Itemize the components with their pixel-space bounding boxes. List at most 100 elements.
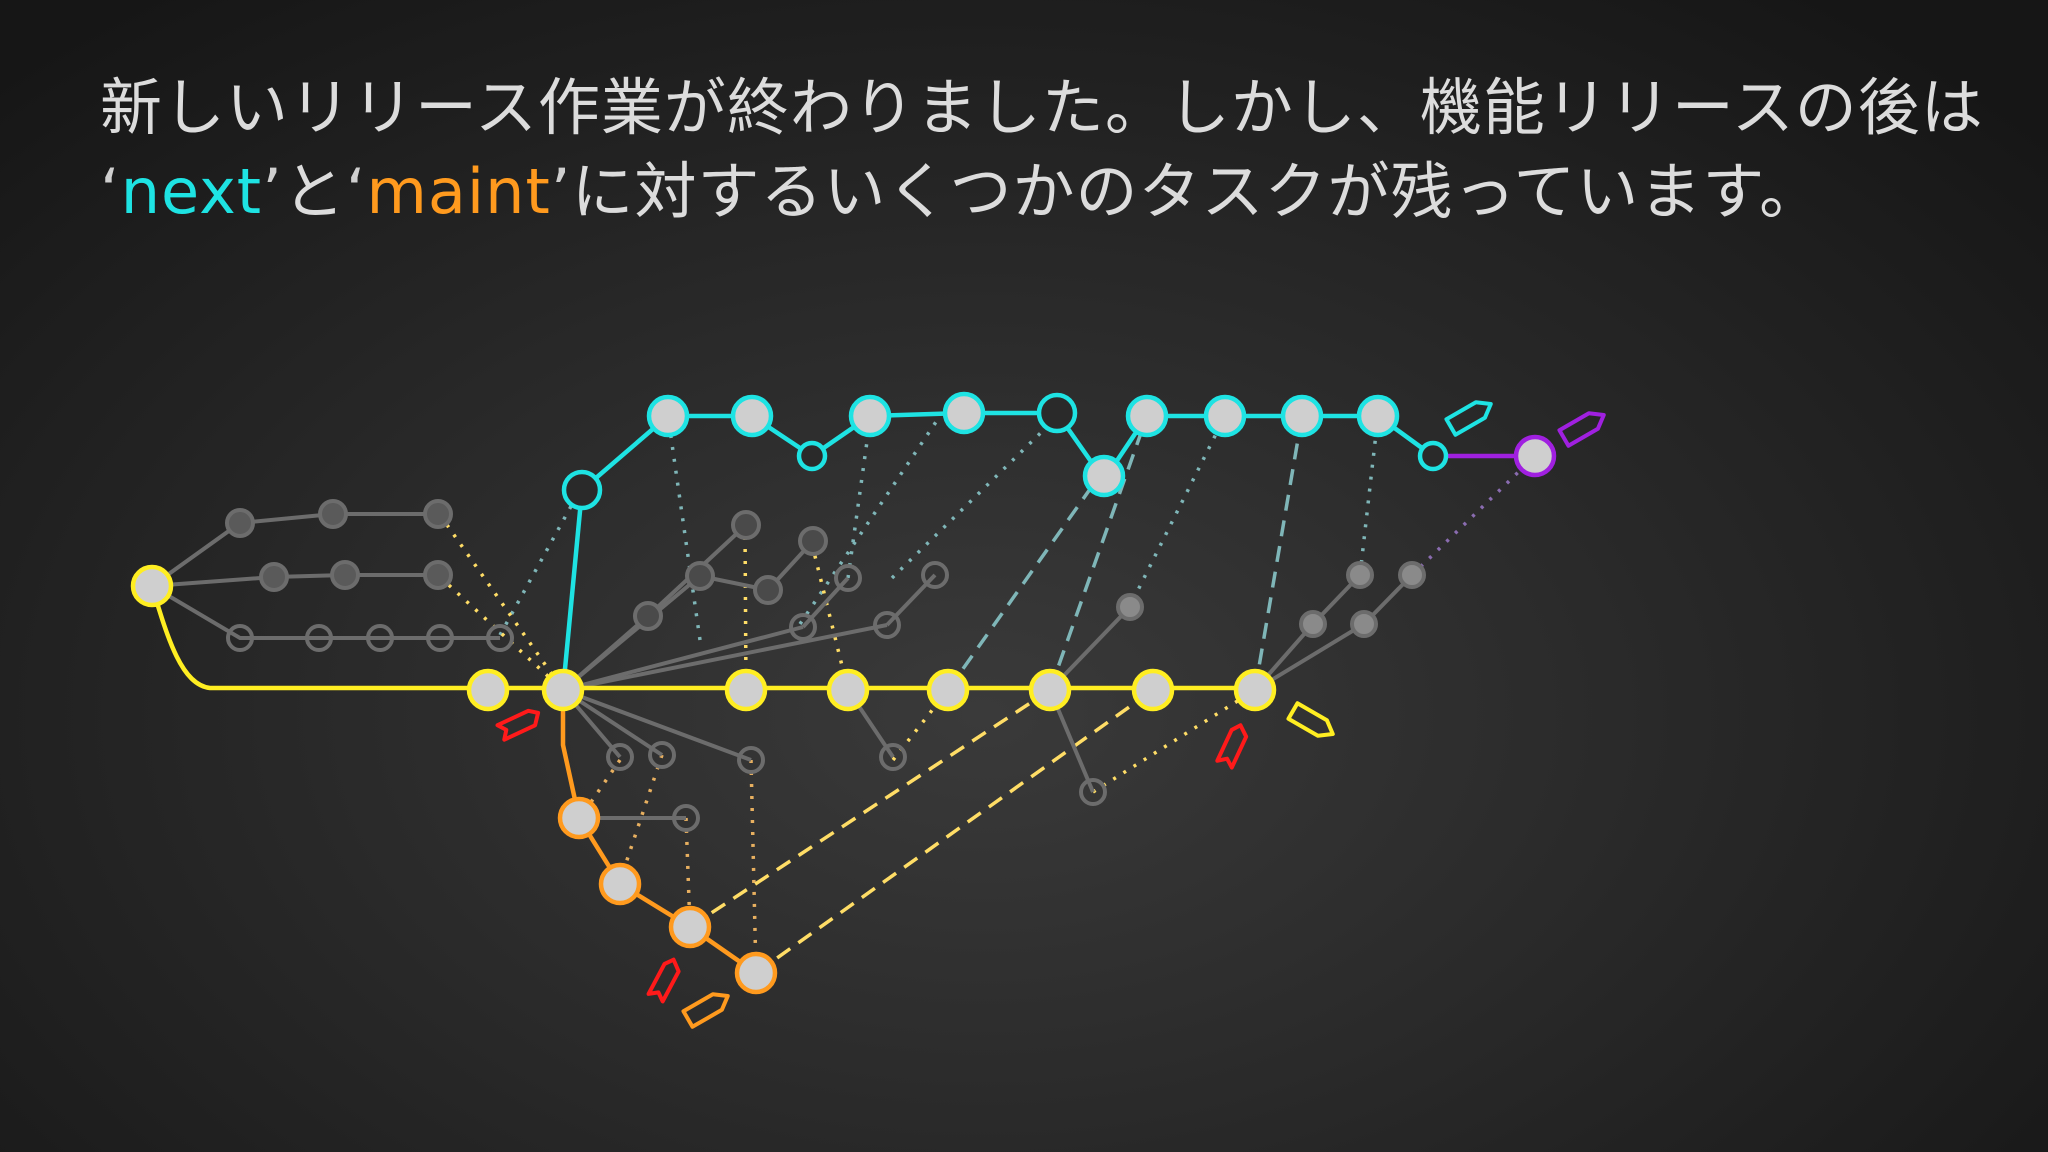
commit-node <box>798 526 828 556</box>
commit-node <box>648 741 676 769</box>
dashed-connector <box>1048 415 1149 691</box>
topic-commits <box>225 499 1426 832</box>
commit-node <box>1131 668 1175 712</box>
dotted-connector <box>749 759 758 974</box>
commit-node <box>1036 392 1078 434</box>
commit-node <box>1299 610 1327 638</box>
commit-node <box>1203 394 1247 438</box>
dashed-connector <box>689 688 1051 929</box>
commit-node <box>423 560 453 590</box>
next-commits <box>561 391 1449 511</box>
commit-node <box>731 510 761 540</box>
commit-node <box>598 862 642 906</box>
commit-node <box>1028 668 1072 712</box>
commit-node <box>789 613 817 641</box>
commit-node <box>848 394 892 438</box>
dotted-connector <box>1092 688 1256 794</box>
commit-node <box>1116 593 1144 621</box>
dotted-connector <box>666 415 702 641</box>
master-commits <box>130 564 1277 712</box>
quote-close-next: ’ <box>262 155 283 228</box>
commit-node <box>541 668 585 712</box>
commit-node <box>873 611 901 639</box>
dashed-connector <box>754 688 1155 975</box>
commit-node <box>1356 394 1400 438</box>
commit-node <box>668 905 712 949</box>
commit-node <box>1125 394 1169 438</box>
dotted-connector <box>1410 454 1537 577</box>
commit-node <box>672 804 700 832</box>
branch-name-maint: maint <box>366 155 551 228</box>
commit-node <box>423 499 453 529</box>
quote-close-maint: ’ <box>550 155 572 228</box>
dotted-connector <box>438 513 565 692</box>
tag-icon <box>1215 723 1249 770</box>
caption-and: と <box>282 155 346 228</box>
commit-node <box>730 394 774 438</box>
commit-node <box>1346 561 1374 589</box>
commit-node <box>561 469 603 511</box>
commit-node <box>426 624 454 652</box>
branch-name-next: next <box>120 155 263 228</box>
dotted-connector <box>743 524 748 691</box>
merge-connectors <box>438 414 1537 975</box>
dashed-connector <box>1253 415 1304 691</box>
commit-node <box>225 508 255 538</box>
commit-node <box>724 668 768 712</box>
commit-node <box>330 560 360 590</box>
maint-pointer-icon <box>681 992 730 1029</box>
dotted-connector <box>846 419 872 579</box>
branch-pointers <box>681 400 1606 1029</box>
next-pointer-icon <box>1444 400 1493 437</box>
commit-node <box>305 624 333 652</box>
commit-node <box>921 561 949 589</box>
commit-node <box>1417 440 1449 472</box>
master-branch-line <box>149 585 1255 691</box>
commit-node <box>130 564 174 608</box>
commit-node <box>685 561 715 591</box>
commit-node <box>226 624 254 652</box>
commit-node <box>753 575 783 605</box>
commit-node <box>1233 668 1277 712</box>
dotted-connector <box>810 543 850 691</box>
caption-line-2: ‘next’と‘maint’に対するいくつかのタスクが残っています。 <box>100 150 1980 234</box>
dashed-connector <box>946 473 1102 692</box>
maint-commits <box>557 796 778 995</box>
commit-node <box>834 564 862 592</box>
quote-open-next: ‘ <box>100 155 121 228</box>
commit-node <box>737 746 765 774</box>
dotted-connector <box>1126 415 1227 611</box>
commit-node <box>646 394 690 438</box>
commit-node <box>259 562 289 592</box>
commit-node <box>796 440 828 472</box>
caption-rest: に対するいくつかのタスクが残っています。 <box>571 155 1823 228</box>
pu-commit-node <box>1513 434 1557 478</box>
commit-node <box>734 951 778 995</box>
tag-icon <box>646 957 681 1004</box>
commit-node <box>1079 778 1107 806</box>
commit-node <box>1398 561 1426 589</box>
pu-pointer-icon <box>1557 411 1606 448</box>
tag-icon <box>495 708 541 742</box>
commit-node <box>318 499 348 529</box>
commit-node <box>826 668 870 712</box>
dotted-connector <box>1358 415 1380 576</box>
commit-node <box>942 391 986 435</box>
commit-node <box>633 601 663 631</box>
commit-node <box>606 743 634 771</box>
commit-node <box>1082 454 1126 498</box>
commit-node <box>366 624 394 652</box>
dotted-connector <box>890 414 1060 580</box>
dotted-connector <box>498 489 582 636</box>
topic-branch-edges <box>150 512 1414 820</box>
caption-line-1: 新しいリリース作業が終わりました。しかし、機能リリースの後は <box>100 71 1984 144</box>
commit-node <box>926 668 970 712</box>
commit-node <box>879 743 907 771</box>
release-tags <box>495 708 1249 1004</box>
next-branch-line <box>560 410 1435 691</box>
commit-node <box>1280 394 1324 438</box>
commit-node <box>486 624 514 652</box>
commit-node <box>1350 610 1378 638</box>
master-pointer-icon <box>1286 701 1335 738</box>
